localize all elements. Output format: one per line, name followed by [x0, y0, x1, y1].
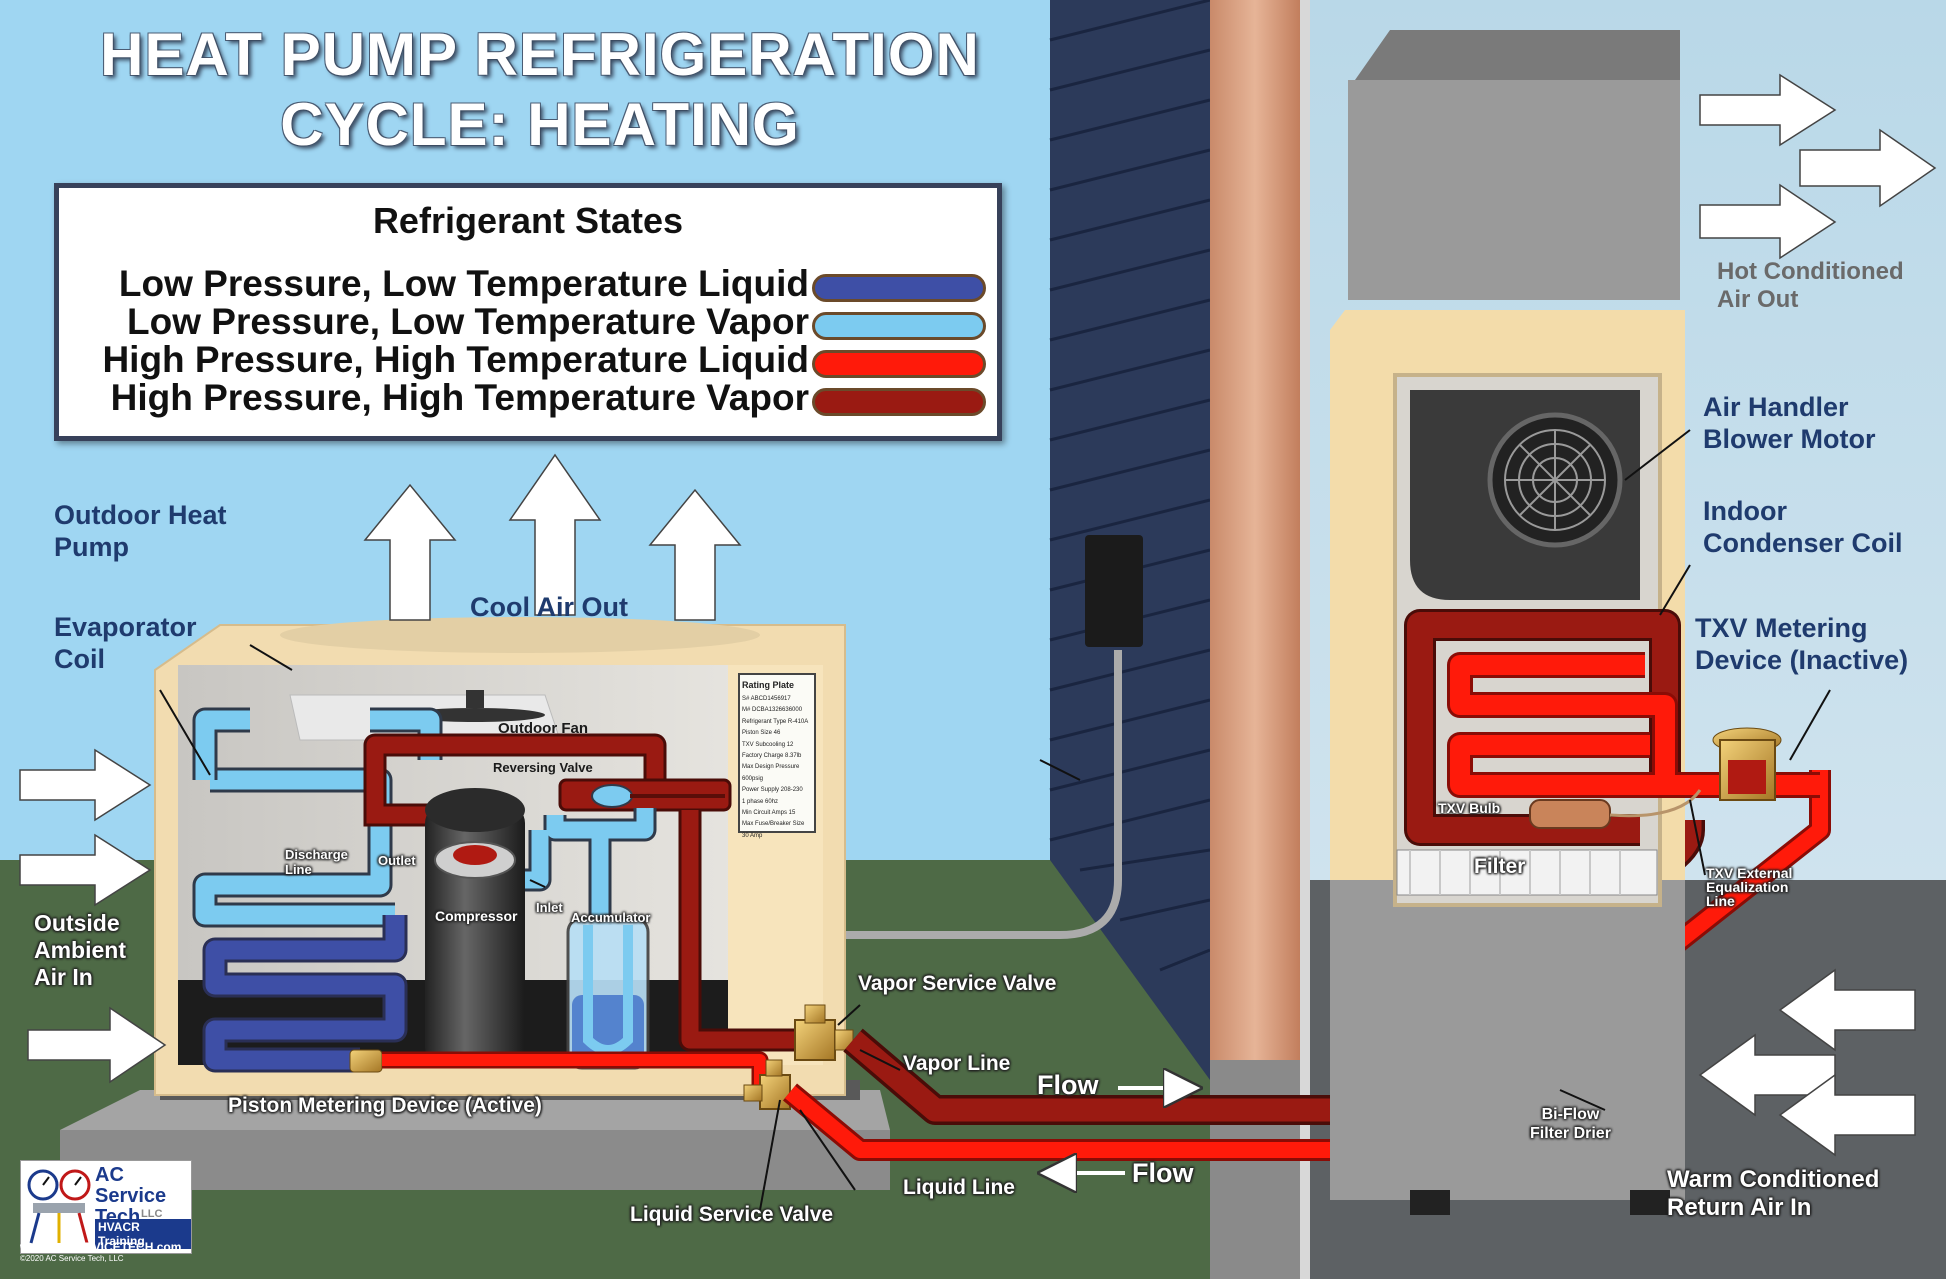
evaporator-coil-vapor	[195, 770, 395, 925]
label-evaporator-coil: Evaporator Coil	[54, 612, 197, 674]
rating-plate-heading: Rating Plate	[742, 680, 795, 690]
label-outside-ambient-air-in: Outside Ambient Air In	[34, 910, 126, 991]
label-discharge-line: Discharge Line	[285, 847, 348, 878]
legend-item-lp-lt-liquid: Low Pressure, Low Temperature Liquid	[118, 263, 809, 304]
label-reversing-valve: Reversing Valve	[493, 760, 593, 775]
refrigerant-states-legend: Refrigerant States Low Pressure, Low Tem…	[54, 183, 1002, 441]
label-liquid-service-valve: Liquid Service Valve	[630, 1203, 834, 1226]
title-line-2: CYCLE: HEATING	[280, 90, 800, 158]
legend-item-hp-ht-liquid: High Pressure, High Temperature Liquid	[102, 339, 809, 380]
label-flow-bottom: Flow	[1132, 1158, 1194, 1188]
label-outdoor-heat-pump: Outdoor Heat Pump	[54, 500, 227, 562]
label-bi-flow-filter-drier: Bi-Flow Filter Drier	[1530, 1106, 1611, 1142]
title-line-1: HEAT PUMP REFRIGERATION	[100, 21, 980, 88]
legend-swatch-hp-ht-vapor	[812, 388, 986, 416]
condenser-coil-vapor	[1407, 612, 1678, 843]
label-outdoor-fan: Outdoor Fan	[498, 720, 588, 737]
rating-plate-line: 1 phase 60hz	[742, 798, 779, 805]
gauge-manifold-icon	[27, 1169, 91, 1244]
label-vapor-line: Vapor Line	[903, 1052, 1011, 1075]
legend-heading: Refrigerant States	[372, 200, 684, 241]
label-txv-external-equalization-line: TXV External Equalization Line	[1706, 865, 1793, 909]
label-vapor-service-valve: Vapor Service Valve	[858, 972, 1057, 995]
legend-swatch-hp-ht-liquid	[812, 350, 986, 378]
rating-plate-line: Max Fuse/Breaker Size 30 Amp	[742, 821, 805, 839]
logo-llc: LLC	[141, 1208, 163, 1220]
txv-capillary	[1609, 789, 1702, 818]
website-url: www.ACSERVICETECH.com	[20, 1240, 182, 1254]
label-filter: Filter	[1474, 855, 1526, 878]
liquid-service-valve	[743, 1059, 791, 1110]
rating-plate-line: Piston Size 46	[742, 730, 781, 737]
label-liquid-line: Liquid Line	[903, 1176, 1015, 1199]
evaporator-coil-liquid	[205, 915, 405, 1070]
label-inlet: Inlet	[536, 900, 563, 915]
label-compressor: Compressor	[435, 908, 518, 924]
rating-plate-line: Max Design Pressure 600psig	[742, 764, 800, 782]
label-txv-bulb: TXV Bulb	[1438, 800, 1501, 816]
legend-swatch-lp-lt-vapor	[812, 312, 986, 340]
logo-tagline: HVACR Training	[95, 1219, 191, 1249]
legend-swatch-lp-lt-liquid	[812, 274, 986, 302]
label-air-handler-blower-motor: Air Handler Blower Motor	[1703, 392, 1876, 454]
diagram-title: HEAT PUMP REFRIGERATION CYCLE: HEATING	[40, 20, 1040, 159]
label-indoor-condenser-coil: Indoor Condenser Coil	[1703, 496, 1903, 558]
airflow-arrows	[19, 73, 1937, 1157]
rating-plate-line: S# ABCD1456917	[742, 696, 791, 703]
concrete-pad	[60, 1130, 890, 1190]
label-accumulator: Accumulator	[571, 910, 651, 925]
label-hot-conditioned-air-out: Hot Conditioned Air Out	[1717, 258, 1904, 314]
rating-plate-line: Power Supply 208-230	[742, 787, 803, 794]
rating-plate-line: Min Circuit Amps 15	[742, 810, 796, 816]
air-filter	[1396, 849, 1658, 896]
piston-metering-device	[349, 1049, 383, 1073]
label-txv-metering-device: TXV Metering Device (Inactive)	[1695, 613, 1909, 675]
outdoor-fan-grille	[280, 617, 760, 653]
label-piston-metering-device: Piston Metering Device (Active)	[228, 1094, 542, 1117]
copyright: ©2020 AC Service Tech, LLC	[20, 1254, 124, 1263]
ac-service-tech-logo: AC Service Tech LLC HVACR Training	[20, 1160, 192, 1254]
rating-plate: Rating Plate S# ABCD1456917 M# DCBA13266…	[738, 673, 816, 839]
label-cool-air-out: Cool Air Out	[470, 592, 628, 622]
rating-plate-line: M# DCBA1326636000	[742, 707, 803, 714]
label-warm-conditioned-return-air-in: Warm Conditioned Return Air In	[1667, 1166, 1880, 1222]
label-flow-top: Flow	[1037, 1070, 1099, 1100]
foundation	[1210, 1060, 1300, 1279]
label-outlet: Outlet	[378, 853, 416, 868]
disconnect-box	[1085, 535, 1143, 647]
txv-bulb	[1529, 799, 1611, 829]
rating-plate-line: Refrigerant Type R-410A	[742, 718, 809, 725]
txv-metering-device	[1712, 727, 1782, 801]
legend-item-hp-ht-vapor: High Pressure, High Temperature Vapor	[110, 377, 809, 418]
rating-plate-line: TXV Subcooling 12	[742, 741, 794, 748]
wall-stud	[1210, 0, 1300, 1060]
rating-plate-line: Factory Charge 8.37lb	[742, 753, 802, 760]
legend-item-lp-lt-vapor: Low Pressure, Low Temperature Vapor	[127, 301, 809, 342]
discharge-line	[366, 736, 664, 800]
leader-lines	[159, 429, 1831, 1211]
